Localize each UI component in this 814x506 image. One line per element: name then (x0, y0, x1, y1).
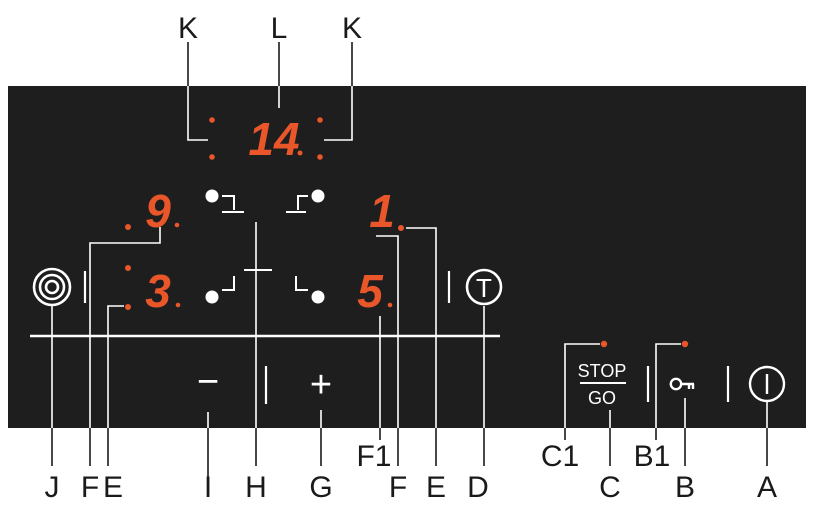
stop-label: STOP (578, 361, 627, 381)
callout-d: D (467, 471, 489, 504)
callout-g: G (309, 471, 332, 504)
callout-c: C (599, 471, 621, 504)
control-panel (8, 86, 806, 428)
zone-marker-top-left-icon[interactable] (205, 189, 219, 203)
zone-bottom-right-display: 5 (357, 265, 384, 317)
zone-bottom-left-dot-top (125, 265, 131, 271)
zone-marker-bottom-left-icon[interactable] (205, 290, 219, 304)
zone-top-left-display: 9 (145, 185, 171, 237)
callout-b1: B1 (634, 440, 671, 473)
key-icon (669, 377, 695, 391)
lock-indicator-led (681, 340, 689, 348)
callout-c1: C1 (541, 440, 579, 473)
timer-left-dot-bottom (209, 154, 215, 160)
callout-l: L (271, 12, 288, 45)
timer-decimal-dot (297, 150, 303, 156)
zone-top-right-display: 1 (369, 185, 395, 237)
timer-display: 14 (248, 113, 299, 165)
lock-button[interactable] (669, 377, 695, 391)
callout-f1: F1 (356, 440, 391, 473)
zone-markers (205, 189, 325, 304)
timer-button[interactable]: T (465, 268, 503, 306)
power-icon (748, 365, 786, 403)
callout-e-right: E (426, 471, 446, 504)
callout-i: I (204, 471, 212, 504)
callout-j: J (45, 471, 60, 504)
leader-lines (51, 42, 768, 495)
minus-button[interactable]: − (197, 361, 219, 403)
timer-right-dot-top (317, 117, 323, 123)
zone-marker-top-left-bracket (222, 195, 235, 210)
zone-bottom-left-dot-bottom (125, 304, 131, 310)
callout-f-left: F (81, 471, 99, 504)
zone-top-left-decimal (174, 222, 180, 228)
concentric-circles-icon (32, 267, 72, 307)
timer-right-dot-bottom (317, 154, 323, 160)
zone-select-button[interactable] (32, 267, 72, 307)
timer-t-icon (465, 268, 503, 306)
zone-marker-bottom-left-bracket (222, 276, 235, 291)
zone-top-right-dot (398, 225, 404, 231)
zone-marker-bottom-right-icon[interactable] (311, 290, 325, 304)
zone-marker-bottom-right-bracket (295, 276, 308, 291)
zone-marker-top-right-bracket (297, 195, 308, 210)
go-label: GO (588, 388, 616, 408)
timer-left-dot-top (209, 117, 215, 123)
stop-go-indicator-led (600, 340, 608, 348)
callout-b: B (675, 471, 695, 504)
timer-button-label: T (476, 273, 492, 303)
callout-a: A (757, 471, 777, 504)
stop-go-button[interactable]: STOP GO (578, 361, 627, 408)
zone-marker-top-right-icon[interactable] (311, 189, 325, 203)
callout-e-left: E (103, 471, 123, 504)
callout-k-right: K (342, 12, 362, 45)
zone-bottom-left-decimal (175, 302, 181, 308)
callout-f-right: F (389, 471, 407, 504)
callout-h: H (245, 471, 267, 504)
zone-bottom-left-display: 3 (145, 265, 171, 317)
power-button[interactable] (748, 365, 786, 403)
zone-bottom-right-decimal (387, 302, 393, 308)
zone-top-left-dot (125, 224, 131, 230)
callout-k-left: K (178, 12, 198, 45)
plus-button[interactable]: + (310, 364, 332, 406)
